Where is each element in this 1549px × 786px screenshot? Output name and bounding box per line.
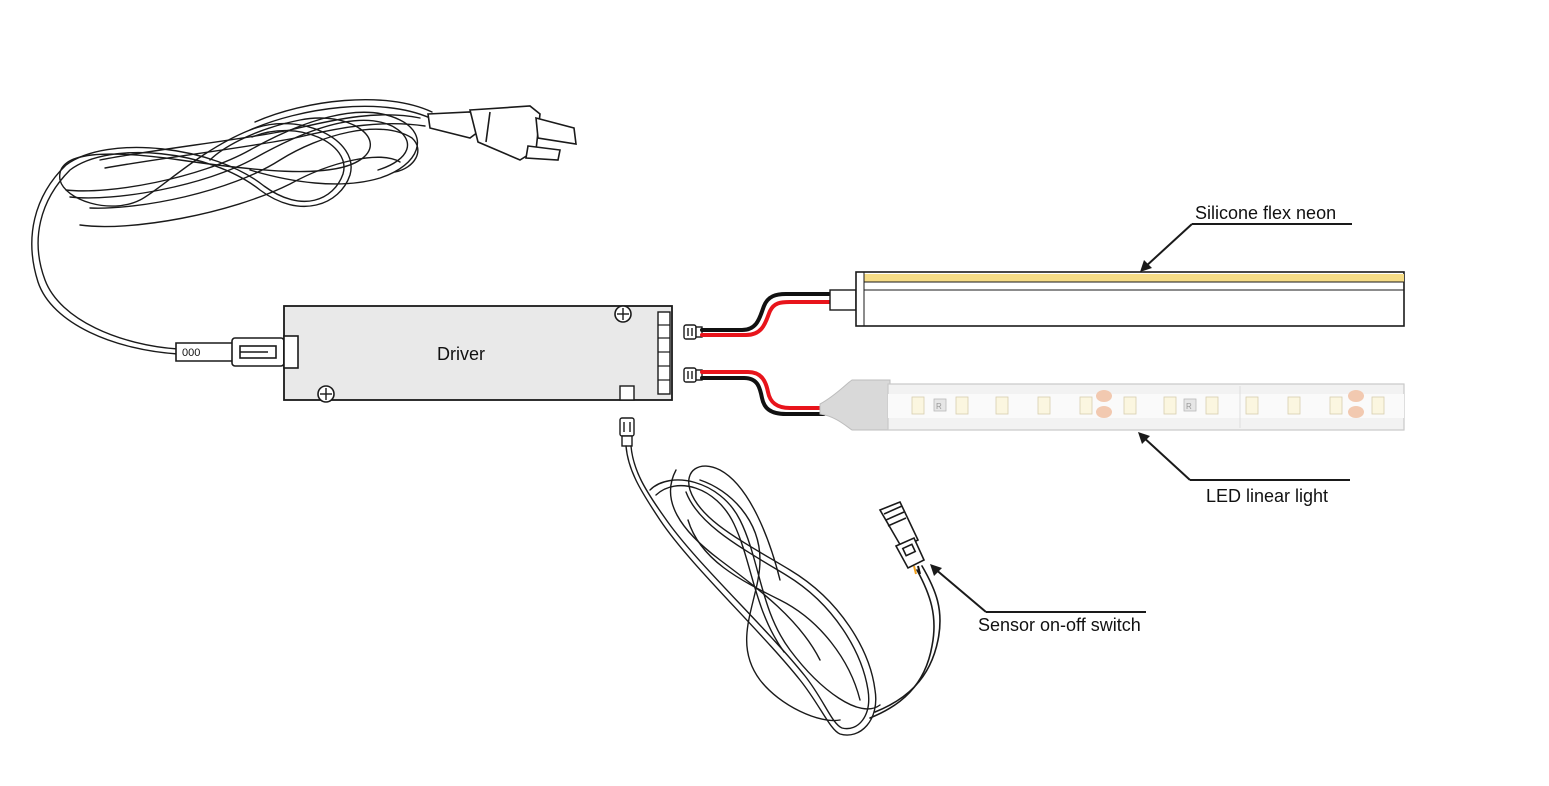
sensor-driver-connector: [619, 417, 635, 447]
linear-connector: [683, 367, 703, 383]
strip-mark-1: R: [936, 402, 942, 411]
power-cord: [31, 99, 433, 355]
sensor-label: Sensor on-off switch: [978, 615, 1141, 635]
led-chips: [911, 396, 1385, 415]
ac-plug: [427, 105, 577, 161]
sensor-wire-tips: [913, 565, 921, 575]
led-linear-light: R R: [819, 379, 1405, 431]
sensor-callout: [933, 567, 1146, 613]
linear-wires: [700, 370, 826, 416]
neon-callout: [1143, 223, 1352, 269]
neon-connector: [683, 324, 703, 340]
linear-label: LED linear light: [1206, 486, 1328, 506]
neon-callout-arrowhead: [1140, 260, 1152, 272]
linear-callout-arrowhead: [1138, 432, 1150, 444]
sensor-cable: [625, 445, 941, 736]
neon-label: Silicone flex neon: [1195, 203, 1336, 223]
sensor-head: [878, 500, 926, 570]
power-cord-connector: [175, 337, 285, 367]
driver-label: Driver: [437, 344, 485, 364]
silicone-flex-neon: [829, 271, 1405, 327]
solder-pads: [1096, 390, 1364, 418]
resistor-marks: [933, 398, 1197, 412]
neon-wires: [700, 292, 832, 337]
sensor-callout-arrowhead: [930, 564, 942, 576]
driver-box: [283, 305, 673, 403]
plug-code-text: 000: [182, 347, 200, 359]
strip-mark-2: R: [1186, 402, 1192, 411]
linear-callout: [1141, 435, 1350, 481]
